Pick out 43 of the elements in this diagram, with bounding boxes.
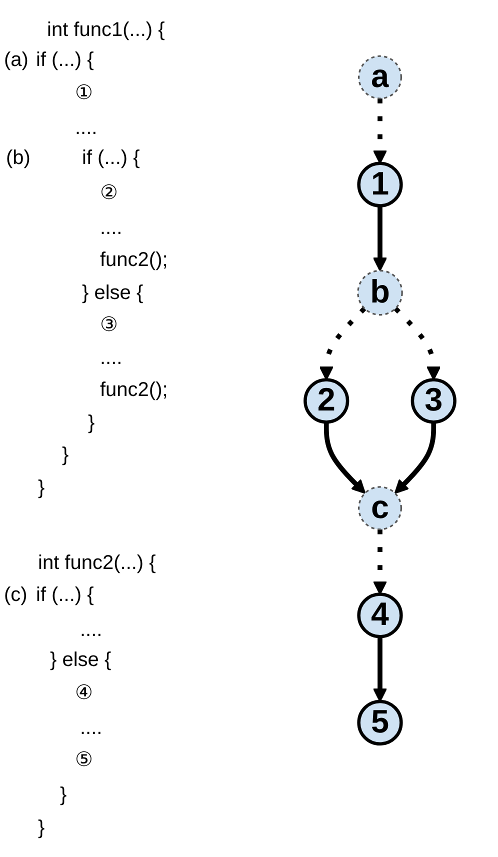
code-line: func2(); (100, 378, 168, 402)
code-line: if (...) { (36, 583, 94, 607)
arrow (394, 306, 441, 380)
code-line: .... (75, 116, 98, 140)
node-circle: a (358, 55, 402, 100)
code-line: int func1(...) { (47, 18, 165, 42)
code-line: int func2(...) { (38, 551, 156, 575)
code-line: ② (100, 181, 118, 205)
code-line: if (...) { (36, 48, 94, 72)
code-line: } (88, 411, 95, 435)
code-line: } (60, 783, 67, 807)
code-line: ⑤ (75, 748, 93, 772)
code-line: .... (80, 618, 102, 642)
code-line: } (62, 443, 69, 467)
arrow (394, 422, 436, 494)
node-circle: 1 (357, 162, 403, 208)
node-circle: 3 (410, 378, 456, 424)
code-line: } else { (50, 648, 112, 672)
code-line: ③ (100, 313, 118, 337)
node-circle: 5 (357, 700, 403, 746)
arrow (324, 422, 366, 494)
code-line: (c) (4, 583, 28, 607)
node-circle: 4 (357, 592, 403, 638)
arrow (372, 98, 388, 164)
code-line: func2(); (100, 248, 168, 272)
code-line: (b) (6, 146, 30, 170)
node-circle: b (357, 270, 403, 316)
arrow (372, 206, 388, 272)
code-line: } (38, 816, 45, 840)
code-line: .... (100, 216, 122, 240)
code-line: } (38, 476, 45, 500)
node-circle: 2 (304, 378, 350, 424)
code-line: ① (75, 81, 93, 105)
code-line: if (...) { (82, 146, 140, 170)
arrow (372, 636, 388, 702)
code-line: } else { (82, 281, 144, 305)
node-circle: c (358, 486, 402, 530)
code-line: .... (80, 716, 102, 740)
code-line: .... (100, 346, 122, 370)
arrow (319, 306, 366, 380)
code-line: (a) (4, 48, 28, 72)
code-line: ④ (75, 681, 93, 705)
arrow (372, 529, 388, 595)
